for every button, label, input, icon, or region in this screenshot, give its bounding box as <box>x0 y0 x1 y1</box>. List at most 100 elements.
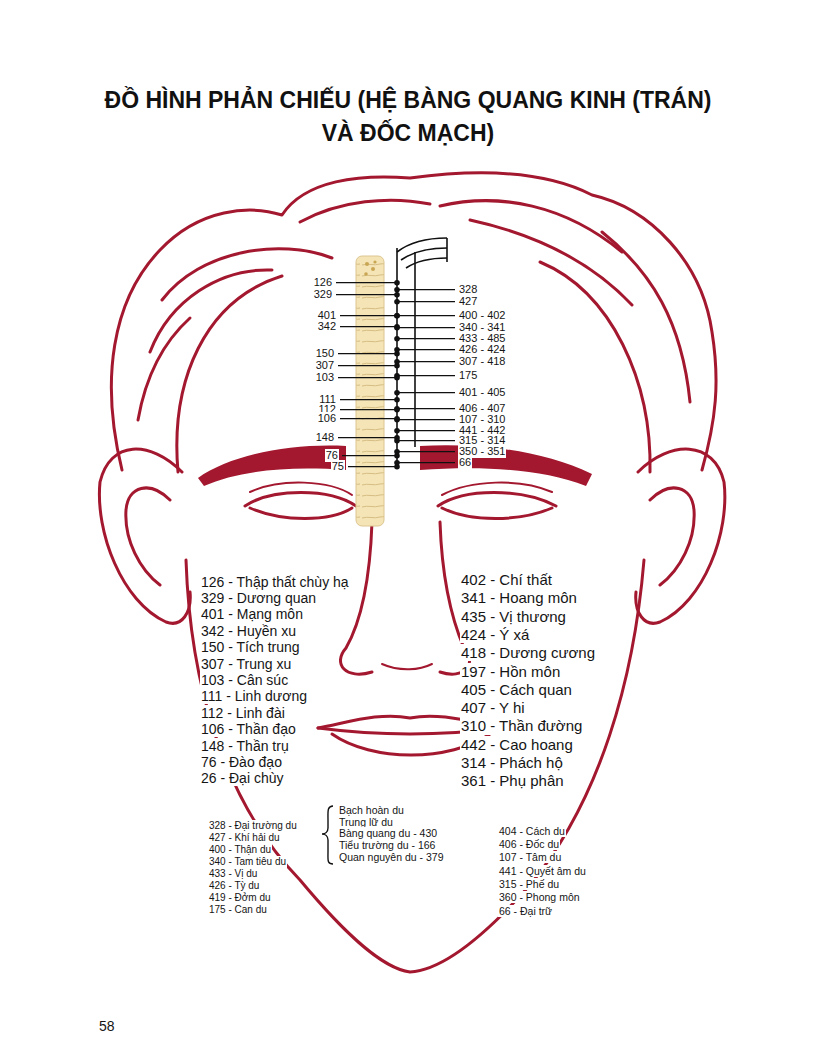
point-dot <box>394 438 400 444</box>
point-dot <box>394 325 400 331</box>
leader-line <box>397 301 455 302</box>
leader-line <box>340 418 397 419</box>
callout-number: 307 - 418 <box>458 355 506 368</box>
point-name: 103 - Cân súc <box>200 672 289 688</box>
leader-line <box>336 294 397 295</box>
point-name: 307 - Trung xu <box>200 656 292 672</box>
point-name: 402 - Chí thất <box>460 571 553 588</box>
point-name-small: Quan nguyên du - 379 <box>338 851 445 863</box>
point-name: 111 - Linh dương <box>200 688 308 704</box>
point-name-small: 441 - Quyết âm du <box>498 865 587 877</box>
callout-number: 400 - 402 <box>458 309 506 322</box>
point-name: 26 - Đại chùy <box>200 770 284 786</box>
point-name: 401 - Mạng môn <box>200 606 304 622</box>
point-name: 407 - Y hi <box>460 699 526 716</box>
point-name: 197 - Hồn môn <box>460 663 561 680</box>
leader-line <box>397 430 455 431</box>
callout-number: 148 <box>315 431 335 444</box>
leader-line <box>397 338 455 339</box>
point-name-small: Tiểu trường du - 166 <box>338 839 436 851</box>
point-dot <box>394 313 400 319</box>
leader-line <box>338 353 397 354</box>
point-dot <box>394 428 400 434</box>
point-dot <box>394 336 400 342</box>
leader-line <box>397 361 455 362</box>
point-name-small: 400 - Thận du <box>208 844 272 856</box>
leader-line <box>338 365 397 366</box>
point-name: 342 - Huyền xu <box>200 623 297 639</box>
point-name-small: 419 - Đởm du <box>208 892 272 904</box>
leader-line <box>397 327 455 328</box>
leader-line <box>340 326 397 327</box>
point-name-small: 107 - Tâm du <box>498 851 562 863</box>
point-name: 310 - Thần đường <box>460 717 583 734</box>
point-dot <box>394 347 400 353</box>
point-dot <box>394 359 400 365</box>
point-dot <box>394 406 400 412</box>
point-name-small: Bạch hoàn du <box>338 804 405 816</box>
point-dot <box>394 390 400 396</box>
title: ĐỒ HÌNH PHẢN CHIẾU (HỆ BÀNG QUANG KINH (… <box>88 84 728 150</box>
point-name: 314 - Phách hộ <box>460 754 564 771</box>
callout-number: 106 <box>317 412 337 425</box>
point-dot <box>394 460 400 466</box>
leader-line <box>340 409 397 410</box>
point-name: 106 - Thần đạo <box>200 721 297 737</box>
callout-number: 401 - 405 <box>458 386 506 399</box>
callout-number: 150 <box>315 347 335 360</box>
leader-line <box>397 451 455 452</box>
face-outline <box>99 173 724 972</box>
point-name-small: 406 - Đốc du <box>498 838 560 850</box>
point-name: 150 - Tích trung <box>200 639 301 655</box>
point-dot <box>394 292 400 298</box>
meridian-lines <box>397 238 447 468</box>
point-name: 418 - Dương cương <box>460 644 596 661</box>
point-name-small: Bàng quang du - 430 <box>338 827 438 839</box>
point-dot <box>394 280 400 286</box>
point-name: 148 - Thần trụ <box>200 738 290 754</box>
point-name-small: 175 - Can du <box>208 904 268 916</box>
point-name: 442 - Cao hoang <box>460 736 574 753</box>
leader-line <box>338 377 397 378</box>
callout-number: 342 <box>317 320 337 333</box>
leader-line <box>336 282 397 283</box>
callout-number: 103 <box>315 371 335 384</box>
point-name: 435 - Vị thương <box>460 608 567 625</box>
point-dot <box>394 373 400 379</box>
point-name-small: 315 - Phế du <box>498 878 560 890</box>
point-name: 405 - Cách quan <box>460 681 573 698</box>
point-name-small: 404 - Cách du <box>498 825 566 837</box>
leader-line <box>342 455 397 456</box>
callout-number: 75 <box>331 460 345 473</box>
callout-number: 66 <box>458 456 472 469</box>
leader-line <box>397 315 455 316</box>
eyebrows <box>198 445 592 486</box>
point-dot <box>394 287 400 293</box>
callout-number: 328 <box>458 283 478 296</box>
point-name-small: 340 - Tam tiêu du <box>208 856 287 868</box>
point-dot <box>394 299 400 305</box>
point-name: 329 - Dương quan <box>200 590 317 606</box>
point-name: 112 - Linh đài <box>200 705 286 721</box>
point-dot <box>394 417 400 423</box>
point-name: 76 - Đào đạo <box>200 754 283 770</box>
point-dot <box>394 313 400 319</box>
point-name: 424 - Ý xá <box>460 626 530 643</box>
point-name-small: Trung lữ du <box>338 816 394 828</box>
brace <box>322 806 333 864</box>
point-name-small: 427 - Khí hải du <box>208 832 281 844</box>
point-name: 361 - Phụ phân <box>460 772 565 789</box>
point-name: 341 - Hoang môn <box>460 589 578 606</box>
leader-line <box>397 408 455 409</box>
callout-number: 126 <box>313 276 333 289</box>
page-number: 58 <box>98 1018 116 1034</box>
callout-number: 427 <box>458 295 478 308</box>
leader-line <box>397 419 455 420</box>
leader-line <box>397 462 455 463</box>
leader-line <box>397 440 455 441</box>
leader-line <box>338 437 397 438</box>
leader-line <box>397 392 455 393</box>
leader-line <box>397 289 455 290</box>
